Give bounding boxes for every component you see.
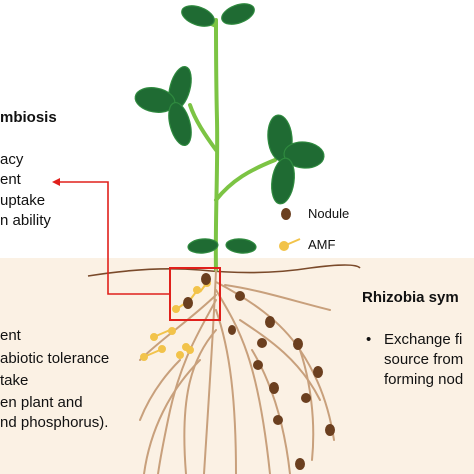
- left-bottom-line: nd phosphorus).: [0, 414, 109, 431]
- left-bottom-line: ent: [0, 327, 21, 344]
- leaf: [271, 157, 295, 205]
- pointer-arrow-line: [58, 181, 170, 295]
- nodule: [235, 291, 245, 301]
- left-bottom-line: take: [0, 372, 29, 389]
- left-bottom-line: abiotic tolerance: [0, 350, 110, 367]
- left-top-line: acy: [0, 151, 24, 168]
- nodule: [253, 360, 263, 370]
- nodule: [293, 338, 303, 350]
- nodules: [183, 273, 335, 470]
- right-bullet-icon: •: [366, 331, 372, 348]
- nodule: [265, 316, 275, 328]
- plant-stem: [188, 14, 277, 272]
- nodule: [269, 382, 279, 394]
- legend-nodule-label: Nodule: [308, 206, 350, 221]
- leaf: [225, 238, 257, 254]
- nodule: [273, 415, 283, 425]
- nodule: [228, 325, 236, 335]
- right-line: source from: [384, 351, 464, 368]
- left-bottom-line: en plant and: [0, 394, 83, 411]
- nodule: [313, 366, 323, 378]
- root-system: [139, 269, 335, 474]
- plant-leaves: [134, 3, 325, 254]
- nodule: [257, 338, 267, 348]
- left-top-heading: mbiosis: [0, 109, 57, 126]
- legend-nodule-marker: [281, 208, 291, 220]
- leaf: [221, 3, 255, 25]
- nodule: [301, 393, 311, 403]
- nodule: [295, 458, 305, 470]
- legend-amf-label: AMF: [308, 237, 336, 252]
- left-top-line: n ability: [0, 212, 51, 229]
- leaf: [168, 101, 192, 147]
- leaf: [187, 238, 219, 254]
- right-line: Exchange fi: [384, 331, 463, 348]
- right-line: forming nod: [384, 371, 464, 388]
- arrow-head-icon: [52, 178, 60, 186]
- nodule: [201, 273, 211, 285]
- nodule: [325, 424, 335, 436]
- leaf: [181, 5, 215, 27]
- right-heading: Rhizobia sym: [362, 289, 459, 306]
- soil-surface-line: [87, 264, 361, 277]
- left-top-line: ent: [0, 171, 21, 188]
- left-top-line: uptake: [0, 192, 46, 209]
- nodule: [183, 297, 193, 309]
- leaf: [283, 141, 325, 169]
- legend-amf-marker: [279, 238, 301, 251]
